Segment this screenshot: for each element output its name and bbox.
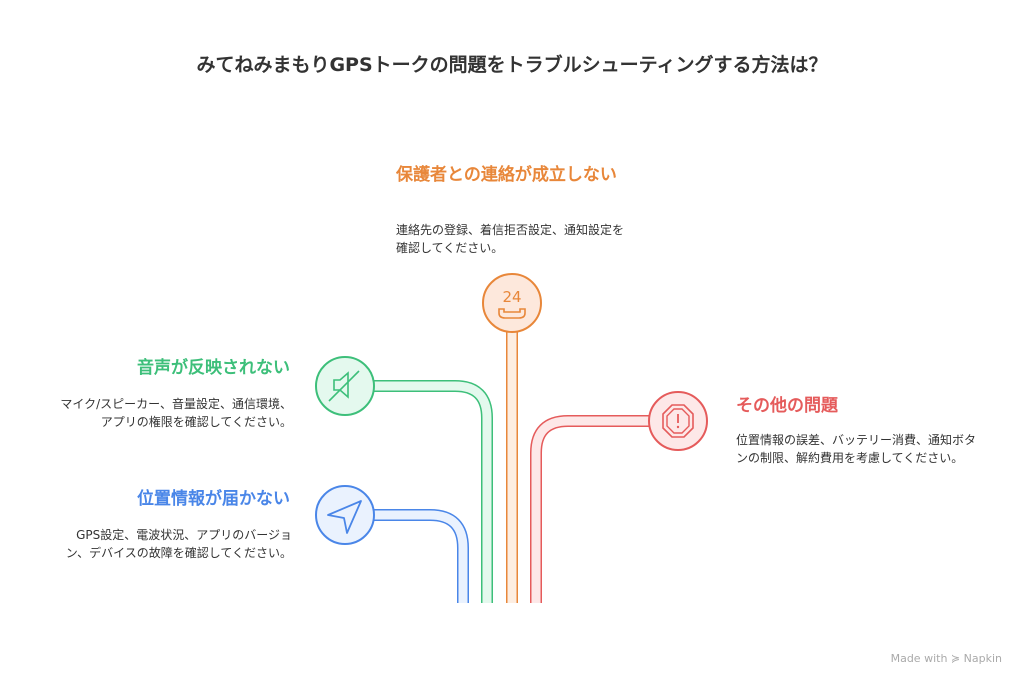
napkin-watermark: Made with ≽ Napkin (891, 652, 1002, 665)
heading-contact: 保護者との連絡が成立しない (396, 165, 617, 185)
warning-octagon-icon (648, 391, 708, 451)
phone-24-icon: 24 (482, 273, 542, 333)
speaker-muted-icon (315, 356, 375, 416)
green-pipe (372, 380, 493, 603)
navigation-arrow-icon (315, 485, 375, 545)
description-audio: マイク/スピーカー、音量設定、通信環境、アプリの権限を確認してください。 (60, 397, 292, 429)
red-pipe (530, 415, 652, 603)
blue-pipe (372, 509, 469, 603)
page-title: みてねみまもりGPSトークの問題をトラブルシューティングする方法は？ (196, 54, 828, 76)
heading-location: 位置情報が届かない (137, 489, 290, 509)
footer-brand: Napkin (963, 652, 1002, 665)
footer-label: Made with (890, 652, 948, 665)
description-contact: 連絡先の登録、着信拒否設定、通知設定を確認してください。 (396, 223, 625, 255)
heading-other: その他の問題 (736, 396, 838, 416)
napkin-logo-icon: ≽ (950, 652, 961, 665)
heading-audio: 音声が反映されない (137, 358, 290, 378)
svg-text:24: 24 (502, 288, 521, 306)
description-location: GPS設定、電波状況、アプリのバージョン、デバイスの故障を確認してください。 (65, 528, 292, 560)
description-other: 位置情報の誤差、バッテリー消費、通知ボタンの制限、解約費用を考慮してください。 (736, 433, 977, 465)
